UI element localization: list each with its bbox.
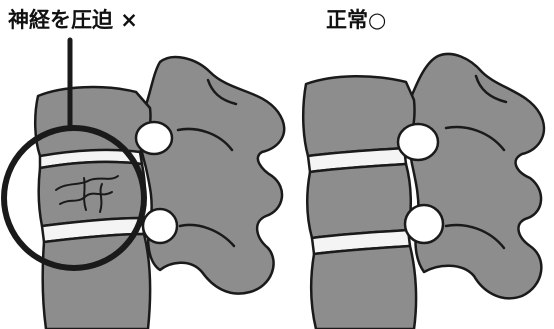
right-middle-vertebra — [307, 164, 411, 238]
left-lower-foramen — [143, 209, 177, 243]
left-upper-vertebra — [35, 87, 150, 156]
compressed-spine — [4, 40, 284, 329]
right-posterior-processes — [407, 54, 544, 298]
left-lower-vertebra — [43, 234, 150, 329]
right-upper-foramen — [398, 124, 438, 160]
normal-spine — [303, 54, 544, 329]
left-upper-foramen — [136, 122, 172, 154]
right-lower-foramen — [405, 205, 443, 243]
left-posterior-processes — [139, 57, 284, 294]
right-lower-vertebra — [311, 246, 416, 329]
